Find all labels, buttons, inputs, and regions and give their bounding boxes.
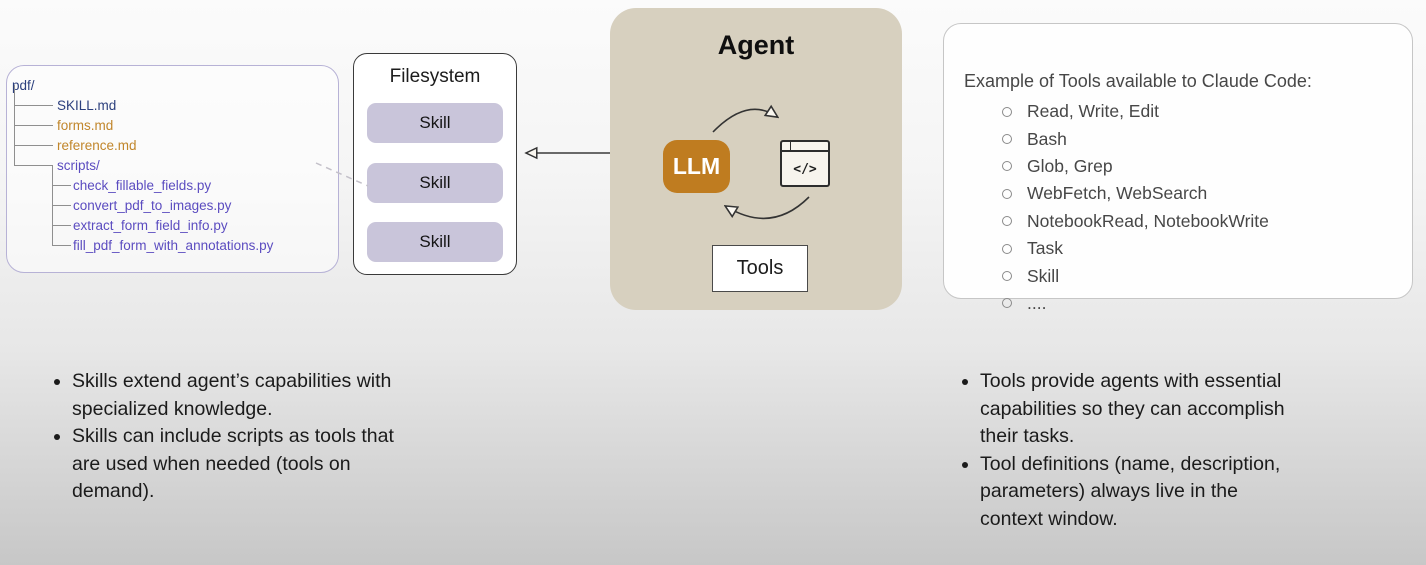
tree-item-label: pdf/	[12, 77, 35, 93]
tools-notes: Tools provide agents with essential capa…	[958, 368, 1418, 533]
tool-item: Read, Write, Edit	[1002, 98, 1269, 125]
tree-item-check-fillable: check_fillable_fields.py	[7, 165, 338, 195]
circle-bullet-icon	[1002, 161, 1012, 172]
tool-item: ....	[1002, 290, 1269, 317]
tool-item: Bash	[1002, 125, 1269, 152]
tool-item: Task	[1002, 235, 1269, 262]
tool-item: Glob, Grep	[1002, 153, 1269, 180]
skill-chip: Skill	[367, 103, 503, 143]
tools-box: Tools	[712, 245, 808, 292]
note-item: Skills can include scripts as tools that…	[72, 423, 480, 506]
circle-bullet-icon	[1002, 298, 1012, 309]
tools-panel: Example of Tools available to Claude Cod…	[943, 23, 1413, 313]
skill-label: Skill	[419, 113, 451, 132]
llm-chip: LLM	[663, 140, 730, 193]
code-window-titlebar	[782, 142, 828, 152]
tree-item-reference-md: reference.md	[7, 125, 338, 155]
tree-item-fill-pdf: fill_pdf_form_with_annotations.py	[7, 225, 338, 255]
tool-item: Skill	[1002, 262, 1269, 289]
circle-bullet-icon	[1002, 271, 1012, 282]
agent-box: Agent LLM </> Tools	[610, 8, 902, 310]
code-window-icon: </>	[780, 140, 830, 187]
llm-label: LLM	[672, 153, 721, 179]
circle-bullet-icon	[1002, 216, 1012, 227]
tree-item-convert-pdf: convert_pdf_to_images.py	[7, 185, 338, 215]
tree-item-label: reference.md	[57, 137, 137, 153]
note-item: Skills extend agent’s capabilities with …	[72, 368, 480, 423]
skill-label: Skill	[419, 173, 451, 192]
circle-bullet-icon	[1002, 188, 1012, 199]
code-window-glyph: </>	[793, 162, 817, 177]
circle-bullet-icon	[1002, 243, 1012, 254]
tree-item-label: scripts/	[57, 157, 100, 173]
tree-item-skill-md: SKILL.md	[7, 85, 338, 115]
note-item: Tools provide agents with essential capa…	[980, 368, 1418, 451]
tool-item: WebFetch, WebSearch	[1002, 180, 1269, 207]
tree-item-scripts: scripts/	[7, 145, 338, 175]
skills-notes-list: Skills extend agent’s capabilities with …	[50, 368, 480, 506]
agent-title: Agent	[717, 30, 795, 60]
note-item: Tool definitions (name, description, par…	[980, 451, 1418, 534]
skill-chip: Skill	[367, 222, 503, 262]
tools-list: Read, Write, Edit Bash Glob, Grep WebFet…	[1002, 98, 1269, 317]
skill-chip: Skill	[367, 163, 503, 203]
skills-notes: Skills extend agent’s capabilities with …	[50, 368, 480, 506]
circle-bullet-icon	[1002, 106, 1012, 117]
tree-item-label: SKILL.md	[57, 97, 117, 113]
tree-item-extract-form: extract_form_field_info.py	[7, 205, 338, 235]
file-tree-box: pdf/ SKILL.md forms.md reference.md scri…	[6, 65, 339, 273]
tools-label: Tools	[736, 257, 784, 279]
tree-item-label: extract_form_field_info.py	[73, 217, 228, 233]
skill-label: Skill	[419, 232, 451, 251]
tree-item-label: fill_pdf_form_with_annotations.py	[73, 237, 274, 253]
tools-notes-list: Tools provide agents with essential capa…	[958, 368, 1418, 533]
circle-bullet-icon	[1002, 134, 1012, 145]
filesystem-box: Filesystem Skill Skill Skill	[353, 53, 517, 275]
filesystem-title: Filesystem	[389, 66, 481, 87]
tree-item-label: check_fillable_fields.py	[73, 177, 212, 193]
tree-item-forms-md: forms.md	[7, 105, 338, 135]
tool-item: NotebookRead, NotebookWrite	[1002, 208, 1269, 235]
tree-item-label: convert_pdf_to_images.py	[73, 197, 232, 213]
tree-item-label: forms.md	[57, 117, 114, 133]
tools-panel-title: Example of Tools available to Claude Cod…	[964, 71, 1312, 91]
tree-item-pdf: pdf/	[7, 75, 338, 95]
